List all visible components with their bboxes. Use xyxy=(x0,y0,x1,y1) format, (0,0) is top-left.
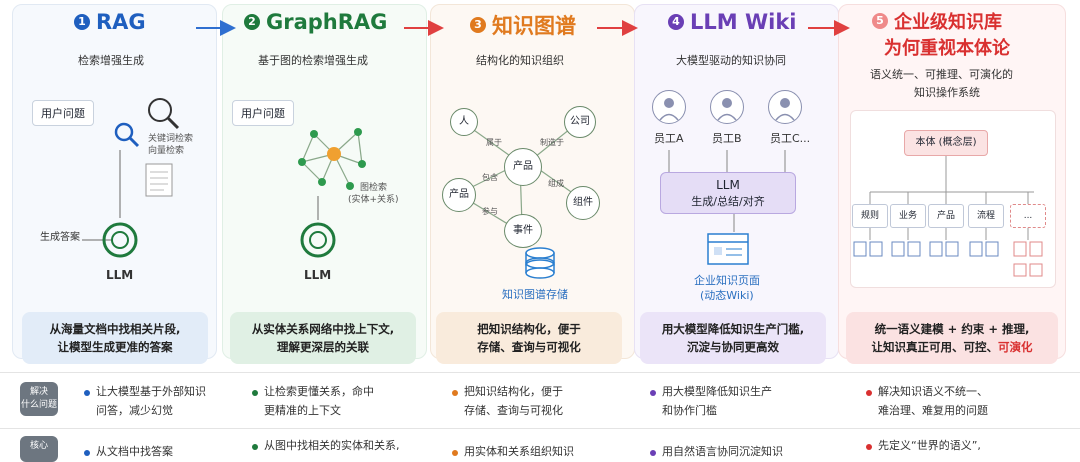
bullet-onto-1 xyxy=(866,390,872,396)
ontology-title-line2: 为何重视本体论 xyxy=(884,38,1010,59)
kg-summary: 把知识结构化，便于 存储、查询与可视化 xyxy=(436,312,622,364)
kg-subtitle: 结构化的知识组织 xyxy=(476,54,564,67)
ontology-title: 5 企业级知识库 xyxy=(872,8,1002,34)
wiki-llm-box: LLM 生成/总结/对齐 xyxy=(660,172,796,214)
bullet-graphrag-1 xyxy=(252,390,258,396)
ontology-child-more: ... xyxy=(1010,204,1046,228)
rag-keyword-search: 关键词检索 xyxy=(148,134,194,144)
kg-node-company: 公司 xyxy=(564,106,596,138)
wiki-llm-sub: 生成/总结/对齐 xyxy=(691,195,765,208)
staff-c-label: 员工C... xyxy=(770,132,811,145)
graphrag-llm-label: LLM xyxy=(304,268,332,282)
ontology-subtitle-2: 知识操作系统 xyxy=(914,86,980,99)
kg-node-product: 产品 xyxy=(442,178,476,212)
row-tag-problem: 解决 什么问题 xyxy=(20,382,58,416)
row2-rag: 从文档中找答案 xyxy=(96,445,173,458)
row2-kg: 用实体和关系组织知识 xyxy=(464,445,574,458)
kg-node-component: 组件 xyxy=(566,186,600,220)
ontology-subtitle-1: 语义统一、可推理、可演化的 xyxy=(870,68,1013,81)
row-separator-1 xyxy=(0,372,1080,373)
row-tag-core: 核心 xyxy=(20,436,58,462)
bullet-kg-2 xyxy=(452,450,458,456)
kg-edge-contains: 包含 xyxy=(482,173,498,182)
kg-edge-participates: 参与 xyxy=(482,207,498,216)
row1-graphrag: 让检索更懂关系，命中更精准的上下文 xyxy=(264,385,374,417)
row1-kg: 把知识结构化，便于存储、查询与可视化 xyxy=(464,385,563,417)
kg-node-product-center: 产品 xyxy=(504,148,542,186)
row1-ontology: 解决知识语义不统一、难治理、难复用的问题 xyxy=(878,385,988,417)
flow-arrows xyxy=(196,20,850,36)
rag-diagram xyxy=(82,98,180,258)
kg-node-event: 事件 xyxy=(504,214,542,248)
rag-title: 1 RAG xyxy=(74,10,146,34)
bullet-rag-2 xyxy=(84,450,90,456)
bullet-graphrag-2 xyxy=(252,444,258,450)
graphrag-subtitle: 基于图的检索增强生成 xyxy=(258,54,368,67)
graphrag-retrieve: 图检索 xyxy=(360,183,388,193)
rag-panel xyxy=(12,4,217,359)
kg-node-person: 人 xyxy=(450,108,478,136)
graphrag-diagram xyxy=(298,128,366,258)
ontology-root: 本体 (概念层) xyxy=(904,130,988,156)
bullet-kg-1 xyxy=(452,390,458,396)
kg-title: 3 知识图谱 xyxy=(470,10,576,40)
rag-llm-label: LLM xyxy=(106,268,134,282)
wiki-llm-label: LLM xyxy=(716,178,740,192)
ontology-child-process: 流程 xyxy=(968,204,1004,228)
rag-generate-answer: 生成答案 xyxy=(40,232,80,243)
row2-ontology: 先定义“世界的语义”, xyxy=(878,439,981,452)
wiki-subtitle: 大模型驱动的知识协同 xyxy=(676,54,786,67)
wiki-diagram-lines xyxy=(659,98,795,265)
wiki-page-sub: (动态Wiki) xyxy=(700,289,754,302)
kg-edge-composes: 组成 xyxy=(548,179,564,188)
rag-user-question: 用户问题 xyxy=(32,100,94,126)
row1-rag: 让大模型基于外部知识问答，减少幻觉 xyxy=(96,385,206,417)
bullet-rag-1 xyxy=(84,390,90,396)
wiki-page-label: 企业知识页面 xyxy=(694,274,760,287)
rag-summary: 从海量文档中找相关片段, 让模型生成更准的答案 xyxy=(22,312,208,364)
staff-a-label: 员工A xyxy=(654,132,684,145)
staff-b-label: 员工B xyxy=(712,132,742,145)
ontology-tree xyxy=(853,156,1043,277)
row2-wiki: 用自然语言协同沉淀知识 xyxy=(662,445,783,458)
wiki-title: 4 LLM Wiki xyxy=(668,10,797,34)
bullet-wiki-2 xyxy=(650,450,656,456)
ontology-child-rules: 规则 xyxy=(852,204,888,228)
graphrag-retrieve-sub: (实体+关系) xyxy=(348,195,399,205)
bullet-wiki-1 xyxy=(650,390,656,396)
bullet-onto-2 xyxy=(866,444,872,450)
row-separator-2 xyxy=(0,428,1080,429)
graphrag-user-question: 用户问题 xyxy=(232,100,294,126)
row1-wiki: 用大模型降低知识生产和协作门槛 xyxy=(662,385,772,417)
ontology-summary: 统一语义建模 + 约束 + 推理, 让知识真正可用、可控、可演化 xyxy=(846,312,1058,364)
row2-graphrag: 从图中找相关的实体和关系, xyxy=(264,439,400,452)
rag-vector-search: 向量检索 xyxy=(148,146,185,156)
ontology-child-product: 产品 xyxy=(928,204,964,228)
graphrag-title: 2 GraphRAG xyxy=(244,10,387,34)
kg-storage-label: 知识图谱存储 xyxy=(502,288,568,301)
kg-edge-belongs: 属于 xyxy=(486,138,502,147)
kg-edge-made: 制造于 xyxy=(540,138,564,147)
rag-subtitle: 检索增强生成 xyxy=(78,54,144,67)
wiki-summary: 用大模型降低知识生产门槛, 沉淀与协同更高效 xyxy=(640,312,826,364)
graphrag-summary: 从实体关系网络中找上下文, 理解更深层的关联 xyxy=(230,312,416,364)
ontology-child-business: 业务 xyxy=(890,204,926,228)
